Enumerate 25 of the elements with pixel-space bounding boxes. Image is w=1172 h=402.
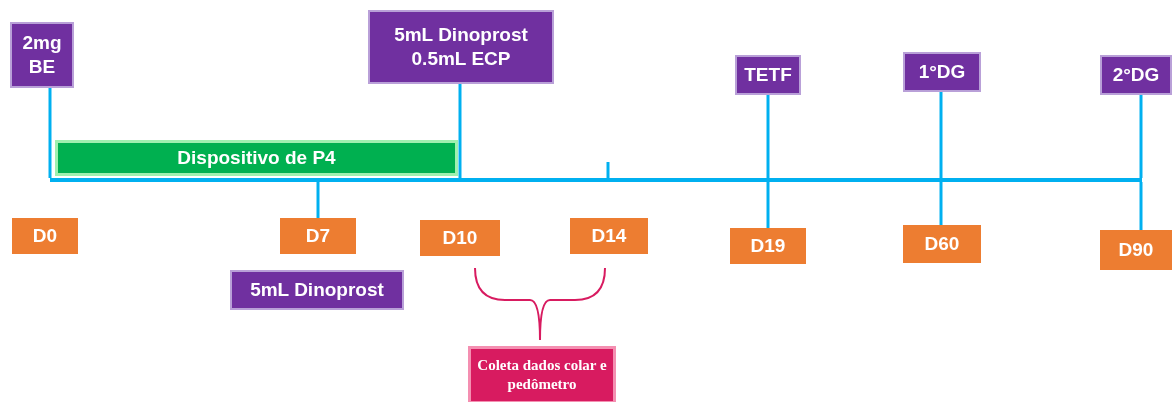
device-bar: Dispositivo de P4 <box>55 140 458 176</box>
connector-line <box>939 182 943 225</box>
day-label: D60 <box>903 225 981 263</box>
event-box: TETF <box>735 55 801 95</box>
connector-line <box>316 182 320 218</box>
treatment-box: 5mL Dinoprost <box>230 270 404 310</box>
connector-line <box>766 182 770 228</box>
timeline-axis <box>50 178 1142 182</box>
day-label: D7 <box>280 218 356 254</box>
connector-line <box>939 92 943 178</box>
day-label: D0 <box>12 218 78 254</box>
event-box: 1°DG <box>903 52 981 92</box>
day-label: D90 <box>1100 230 1172 270</box>
connector-line <box>48 88 52 178</box>
treatment-box: 2mg BE <box>10 22 74 88</box>
connector-line <box>1139 182 1143 230</box>
event-box: 2°DG <box>1100 55 1172 95</box>
connector-line <box>766 95 770 178</box>
connector-line <box>458 84 462 178</box>
day-label: D10 <box>420 220 500 256</box>
day-label: D19 <box>730 228 806 264</box>
connector-line <box>1139 95 1143 178</box>
note-box: Coleta dados colar e pedômetro <box>468 346 616 402</box>
day-label: D14 <box>570 218 648 254</box>
treatment-box: 5mL Dinoprost 0.5mL ECP <box>368 10 554 84</box>
